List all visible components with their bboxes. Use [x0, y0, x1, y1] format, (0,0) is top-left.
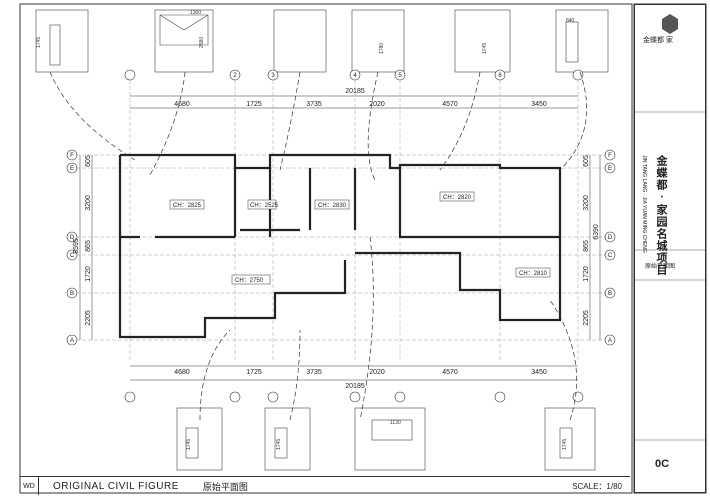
- title-block: 金蝶都 家 金蝶都 · 家园名城项目 JIN TANG LANG · JIA Y…: [634, 4, 706, 493]
- dim: 3450: [531, 101, 547, 108]
- callout-dim: 1745: [186, 439, 192, 450]
- total-dim: 20185: [345, 88, 365, 95]
- walls: [118, 153, 562, 339]
- grid-row-label: E: [608, 166, 612, 172]
- svg-text:1720: 1720: [85, 266, 92, 282]
- dim: 3450: [531, 369, 547, 376]
- svg-text:1720: 1720: [583, 266, 590, 282]
- callout-box: [454, 9, 511, 73]
- callout-dim: 1745: [36, 37, 42, 48]
- dim: 4570: [442, 101, 458, 108]
- svg-text:2205: 2205: [583, 310, 590, 326]
- callout-drawing: [159, 14, 209, 46]
- grid-row-label: A: [608, 338, 612, 344]
- dim: 3735: [306, 369, 322, 376]
- top-callouts: [35, 9, 609, 73]
- dim: 3735: [306, 101, 322, 108]
- project-name: 金蝶都 · 家园名城项目: [655, 155, 667, 276]
- grid-row-label: A: [70, 338, 74, 344]
- svg-text:2205: 2205: [85, 310, 92, 326]
- bottom-dimensions: 4680 1725 3735 2020 4570 3450 20185: [130, 365, 578, 390]
- callout-dim: 1745: [276, 439, 282, 450]
- grid-col-label: 5: [398, 73, 402, 79]
- logo-icon: [662, 14, 678, 34]
- dim: 1725: [246, 369, 262, 376]
- room-height: CH：2820: [443, 195, 472, 201]
- sheet-code: WD: [20, 477, 39, 495]
- callout-box: [351, 9, 405, 73]
- grid-row-label: F: [70, 153, 74, 159]
- project-name-en: JIN TANG LANG · JIA YUAN MING CHENG: [641, 155, 647, 253]
- drawing-title-bar: WD ORIGINAL CIVIL FIGURE 原始平面图 SCALE：1/8…: [20, 476, 630, 495]
- callout-dim: 1130: [390, 420, 401, 426]
- svg-text:3200: 3200: [583, 195, 590, 211]
- bottom-callouts: [176, 407, 596, 471]
- dim: 4680: [174, 369, 190, 376]
- dim: 4680: [174, 101, 190, 108]
- svg-text:605: 605: [85, 155, 92, 167]
- callout-box: [555, 9, 609, 73]
- service-lines: [49, 71, 587, 421]
- grid-row-label: D: [70, 235, 75, 241]
- callout-dim: 1300: [190, 10, 201, 16]
- sheet-border: [19, 3, 633, 494]
- grid-row-label: B: [608, 291, 612, 297]
- total-dim: 20185: [345, 383, 365, 390]
- grid-rows: F E D C B A F E D C B A: [66, 149, 616, 346]
- svg-text:865: 865: [583, 240, 590, 252]
- dim: 1725: [246, 101, 262, 108]
- dim: 2020: [369, 101, 385, 108]
- grid-col-label: 3: [271, 73, 275, 79]
- svg-text:865: 865: [85, 240, 92, 252]
- room-height: CH：2825: [173, 203, 202, 209]
- company-name: 金蝶都 家: [643, 37, 673, 44]
- callout-dim: 1745: [562, 439, 568, 450]
- grid-col-label: 6: [498, 73, 502, 79]
- callout-box: [273, 9, 327, 73]
- svg-text:605: 605: [583, 155, 590, 167]
- callout-drawing: [49, 24, 61, 66]
- dim: 4570: [442, 369, 458, 376]
- grid-row-label: C: [608, 253, 613, 259]
- room-height: CH：2750: [235, 278, 264, 284]
- svg-text:8595: 8595: [73, 238, 80, 254]
- svg-text:6390: 6390: [593, 224, 600, 240]
- grid-col-label: 2: [233, 73, 237, 79]
- room-height: CH：2810: [519, 271, 548, 277]
- drawing-title-en: ORIGINAL CIVIL FIGURE: [53, 480, 179, 492]
- callout-dim: 2580: [199, 37, 205, 48]
- drawing-number: 0C: [655, 458, 670, 470]
- callout-box: [154, 9, 214, 73]
- callout-dim: 1780: [379, 43, 385, 54]
- dim: 2020: [369, 369, 385, 376]
- grid-row-label: E: [70, 166, 74, 172]
- grid-row-label: C: [70, 253, 75, 259]
- drawing-name: 原始平面图: [645, 264, 676, 270]
- callout-dim: 1745: [482, 43, 488, 54]
- top-dimensions: 20185 4680 1725 3735 2020 4570 3450: [130, 88, 578, 109]
- grid-row-label: F: [608, 153, 612, 159]
- drawing-scale: SCALE：1/80: [572, 481, 622, 491]
- room-height: CH：2525: [250, 203, 279, 209]
- grid-row-label: D: [608, 235, 613, 241]
- callout-drawing: [565, 21, 579, 63]
- callout-box: [35, 9, 89, 73]
- callout-dim: 840: [566, 18, 575, 24]
- room-labels: CH：2825 CH：2525 CH：2830 CH：2820 CH：2750 …: [169, 191, 551, 285]
- side-dimensions: 605 3200 865 1720 2205 8595 605 3200 865…: [73, 155, 601, 340]
- svg-text:3200: 3200: [85, 195, 92, 211]
- room-height: CH：2830: [318, 203, 347, 209]
- drawing-title-cn: 原始平面图: [202, 481, 248, 492]
- grid-col-label: 4: [353, 73, 357, 79]
- grid-row-label: B: [70, 291, 74, 297]
